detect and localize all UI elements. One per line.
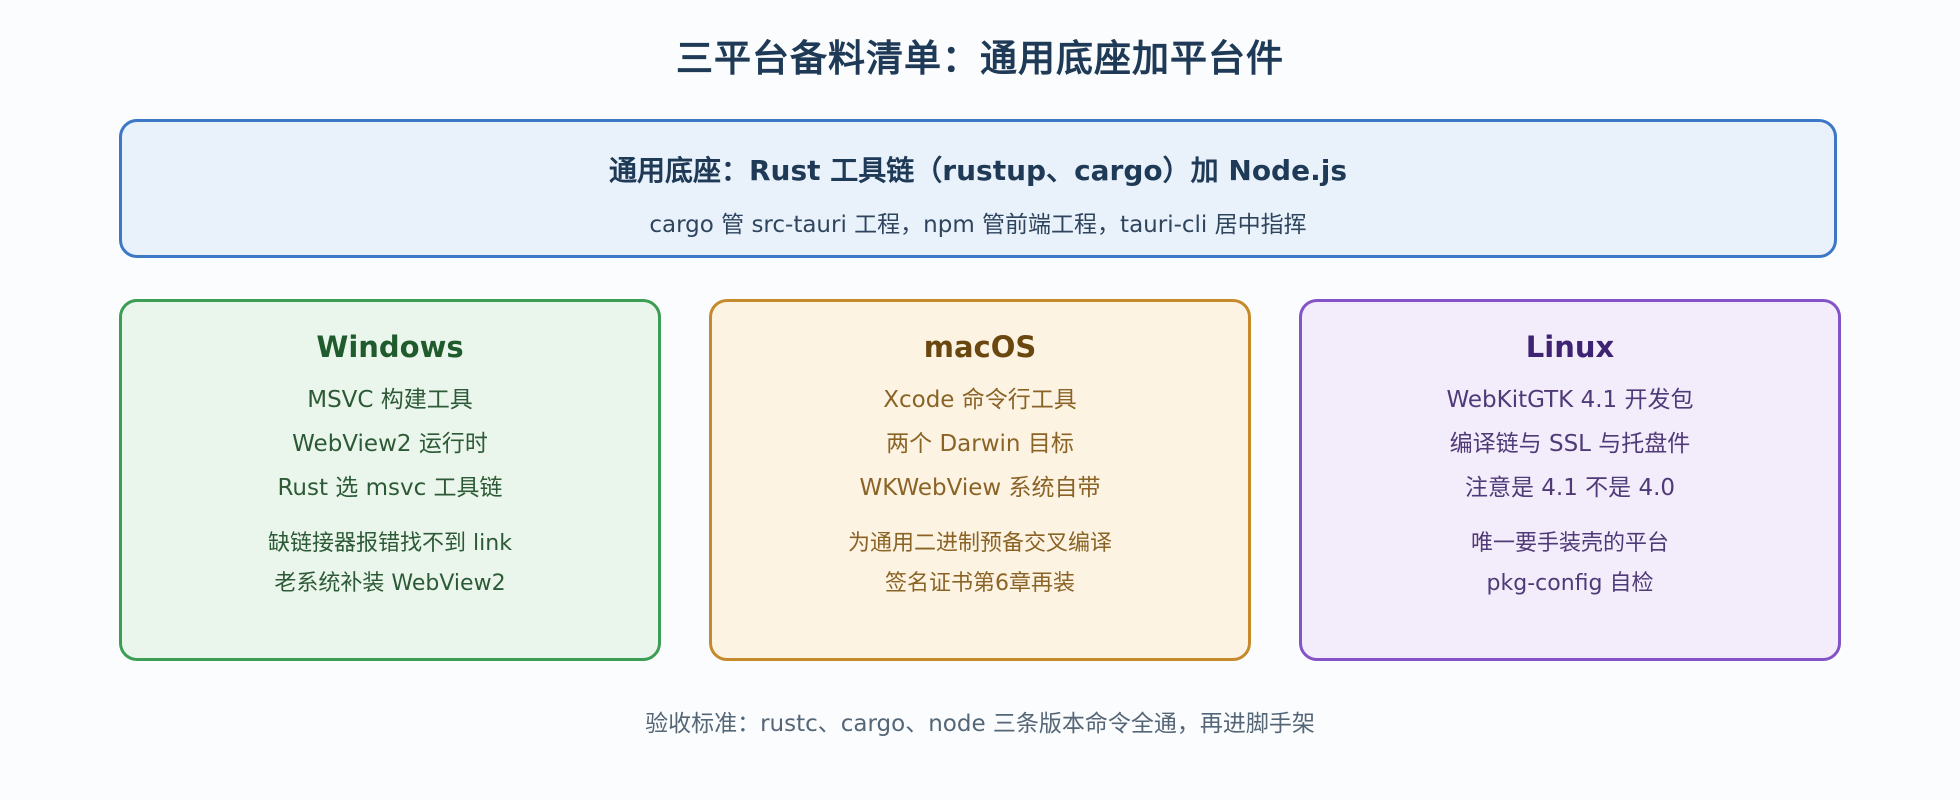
page-title: 三平台备料清单：通用底座加平台件 [676, 37, 1284, 80]
windows-note: 老系统补装 WebView2 [274, 571, 506, 596]
windows-note: 缺链接器报错找不到 link [268, 531, 512, 556]
windows-notes: 缺链接器报错找不到 link 老系统补装 WebView2 [122, 524, 658, 604]
windows-requirement: MSVC 构建工具 [307, 387, 473, 413]
linux-card-title: Linux [1525, 330, 1615, 364]
windows-requirements: MSVC 构建工具 WebView2 运行时 Rust 选 msvc 工具链 [122, 378, 658, 510]
linux-notes: 唯一要手装壳的平台 pkg-config 自检 [1302, 524, 1838, 604]
macos-requirements: Xcode 命令行工具 两个 Darwin 目标 WKWebView 系统自带 [712, 378, 1248, 510]
macos-requirement: WKWebView 系统自带 [859, 475, 1101, 501]
linux-requirement: 编译链与 SSL 与托盘件 [1449, 431, 1691, 457]
macos-requirement: 两个 Darwin 目标 [886, 431, 1074, 457]
macos-notes: 为通用二进制预备交叉编译 签名证书第6章再装 [712, 524, 1248, 604]
windows-card: Windows MSVC 构建工具 WebView2 运行时 Rust 选 ms… [119, 299, 661, 661]
common-base-subtitle: cargo 管 src-tauri 工程，npm 管前端工程，tauri-cli… [649, 212, 1307, 238]
macos-note: 为通用二进制预备交叉编译 [847, 531, 1112, 556]
linux-requirement: 注意是 4.1 不是 4.0 [1464, 475, 1676, 501]
linux-note: 唯一要手装壳的平台 [1470, 531, 1669, 556]
windows-requirement: Rust 选 msvc 工具链 [277, 475, 503, 501]
linux-note: pkg-config 自检 [1486, 571, 1654, 596]
common-base-box: 通用底座：Rust 工具链（rustup、cargo）加 Node.js car… [119, 119, 1837, 258]
linux-requirements: WebKitGTK 4.1 开发包 编译链与 SSL 与托盘件 注意是 4.1 … [1302, 378, 1838, 510]
windows-card-title: Windows [316, 330, 464, 364]
macos-card-title: macOS [923, 330, 1037, 364]
macos-requirement: Xcode 命令行工具 [883, 387, 1077, 413]
windows-requirement: WebView2 运行时 [292, 431, 488, 457]
acceptance-criteria: 验收标准：rustc、cargo、node 三条版本命令全通，再进脚手架 [645, 711, 1315, 737]
macos-card: macOS Xcode 命令行工具 两个 Darwin 目标 WKWebView… [709, 299, 1251, 661]
linux-requirement: WebKitGTK 4.1 开发包 [1446, 387, 1694, 413]
common-base-title: 通用底座：Rust 工具链（rustup、cargo）加 Node.js [609, 154, 1347, 187]
macos-note: 签名证书第6章再装 [885, 571, 1075, 596]
linux-card: Linux WebKitGTK 4.1 开发包 编译链与 SSL 与托盘件 注意… [1299, 299, 1841, 661]
